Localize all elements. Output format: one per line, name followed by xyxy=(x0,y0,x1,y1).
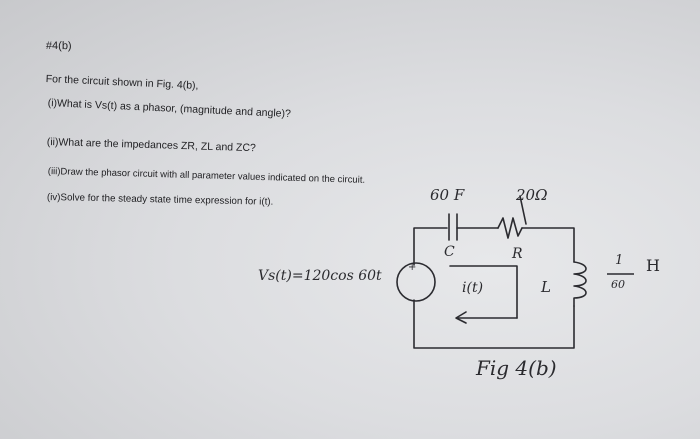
resistor-value-label: 20Ω xyxy=(516,186,548,204)
capacitor-value-label: 60 F xyxy=(430,186,465,204)
loop-arrow-box xyxy=(449,265,518,319)
source-expression-label: Vs(t)=120cos 60t xyxy=(258,268,382,284)
resistor-label-slash xyxy=(519,195,527,225)
fraction-bar xyxy=(607,273,634,275)
resistor-zigzag xyxy=(497,217,523,239)
inductor-coil xyxy=(573,261,587,307)
wire-left-top xyxy=(413,227,448,266)
inductor-value-numerator: 1 xyxy=(615,253,624,268)
wire-res-to-right xyxy=(521,227,575,263)
figure-caption: Fig 4(b) xyxy=(476,356,557,380)
voltage-source-circle xyxy=(396,262,436,302)
loop-arrow-head xyxy=(455,311,467,324)
current-label: i(t) xyxy=(462,280,484,296)
wire-right-bottom xyxy=(413,299,575,349)
inductor-letter: L xyxy=(541,278,551,296)
source-plus-sign: + xyxy=(408,262,417,273)
resistor-letter: R xyxy=(512,246,523,262)
inductor-value-denominator: 60 xyxy=(611,278,625,291)
inductor-unit: H xyxy=(646,256,660,275)
capacitor-letter: C xyxy=(444,244,455,260)
